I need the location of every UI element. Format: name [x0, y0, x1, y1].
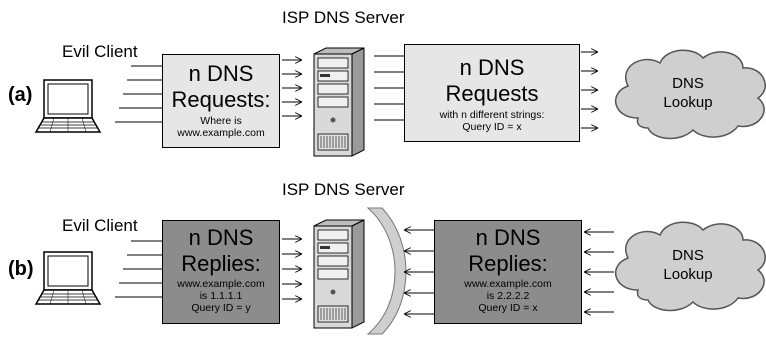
box-detail: is 2.2.2.2: [486, 290, 530, 302]
client-label: Evil Client: [62, 216, 138, 235]
arrow-group-server-to-box-a: [374, 55, 404, 121]
arrow-group-box-to-cloud-a: [581, 52, 598, 128]
box-heading: n DNS: [188, 61, 254, 86]
box-heading: Replies:: [181, 251, 261, 276]
laptop-icon: [35, 251, 101, 305]
box-detail: Query ID = x: [478, 302, 538, 314]
box-heading: Replies:: [468, 251, 548, 276]
reply-box: n DNS Replies: www.example.com is 2.2.2.…: [434, 220, 582, 324]
arrow-group-box-to-server-b: [282, 239, 302, 299]
box-heading: n DNS: [475, 225, 541, 250]
box-detail: is 1.1.1.1: [199, 290, 243, 302]
cloud-line: Lookup: [663, 94, 713, 111]
box-detail: www.example.com: [177, 127, 265, 139]
reply-box: n DNS Replies: www.example.com is 1.1.1.…: [162, 220, 280, 324]
box-detail: Query ID = y: [191, 302, 251, 314]
box-heading: n DNS: [188, 225, 254, 250]
box-detail: Where is: [200, 115, 242, 127]
arrow-group-box-to-server-a: [282, 60, 302, 116]
box-detail: with n different strings:: [439, 109, 545, 121]
panel-label: (a): [8, 84, 33, 106]
request-box: n DNS Requests: Where is www.example.com: [162, 54, 280, 148]
cloud-label: DNS Lookup: [628, 74, 748, 112]
arrow-group-client-to-box-a: [115, 65, 162, 123]
client-label: Evil Client: [62, 42, 138, 61]
box-detail: www.example.com: [464, 278, 552, 290]
server-tower-icon: [313, 219, 365, 329]
cloud-line: DNS: [672, 75, 704, 92]
arrow-group-cloud-to-box-b: [584, 232, 614, 312]
cloud-line: DNS: [672, 247, 704, 264]
cloud-line: Lookup: [663, 266, 713, 283]
server-title: ISP DNS Server: [282, 8, 405, 27]
box-detail: www.example.com: [177, 278, 265, 290]
box-heading: n DNS: [459, 55, 525, 80]
box-detail: Query ID = x: [462, 121, 522, 133]
cloud-label: DNS Lookup: [628, 246, 748, 284]
panel-label: (b): [8, 258, 34, 280]
server-title: ISP DNS Server: [282, 180, 405, 199]
request-box: n DNS Requests with n different strings:…: [404, 44, 580, 142]
box-heading: Requests: [445, 81, 539, 106]
shield-icon: [366, 207, 407, 335]
box-heading: Requests:: [171, 87, 271, 112]
server-tower-icon: [313, 47, 365, 157]
laptop-icon: [35, 79, 101, 133]
arrow-group-box-to-shield-b: [404, 230, 434, 314]
arrow-group-client-to-box-b: [115, 240, 162, 298]
